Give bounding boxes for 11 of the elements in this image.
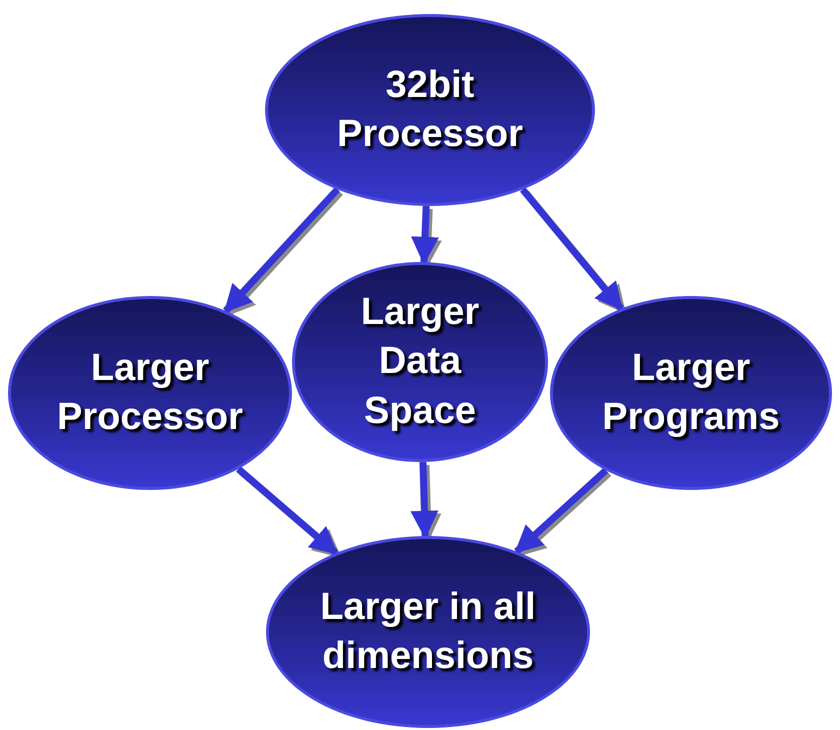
arrow xyxy=(520,187,624,311)
node-label: 32bit Processor xyxy=(336,62,524,157)
arrow xyxy=(236,466,338,556)
arrow xyxy=(223,187,340,314)
node-label: Larger Programs xyxy=(601,346,781,440)
arrow xyxy=(514,468,608,554)
node-label: Larger Data Space xyxy=(360,290,480,434)
node-label: Larger in all dimensions xyxy=(319,584,537,679)
arrow xyxy=(410,462,438,539)
arrow xyxy=(410,206,439,265)
node-label: Larger Processor xyxy=(56,346,244,440)
